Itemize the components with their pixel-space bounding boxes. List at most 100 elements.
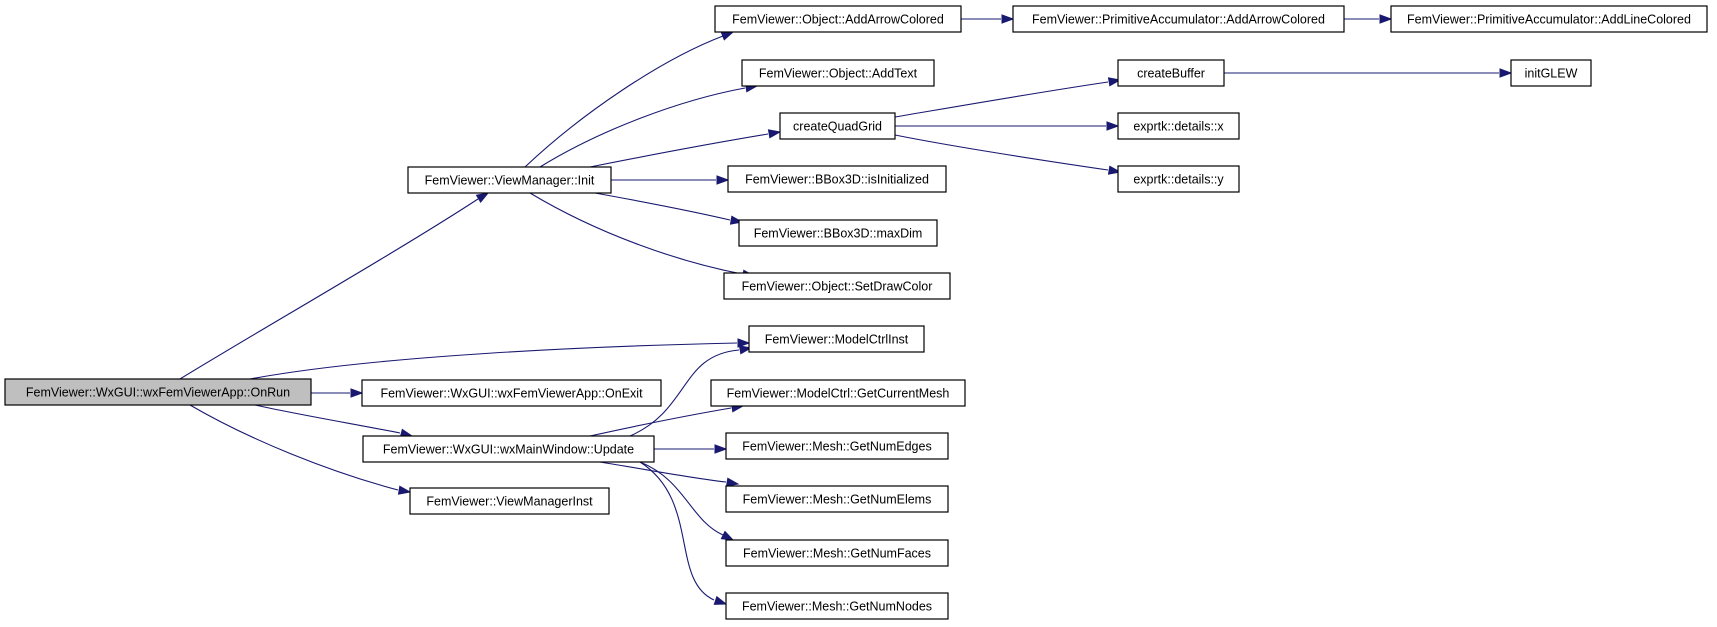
edge-line (629, 349, 740, 437)
arrowhead-icon (737, 338, 751, 348)
edge-addarrow-to-paarrow (961, 14, 1015, 24)
node-label: FemViewer::Object::AddArrowColored (732, 13, 944, 27)
node-maxdim[interactable]: FemViewer::BBox3D::maxDim (738, 219, 938, 247)
node-box[interactable] (741, 59, 935, 87)
node-box[interactable] (725, 485, 949, 513)
node-isinit[interactable]: FemViewer::BBox3D::isInitialized (727, 165, 947, 193)
node-elems[interactable]: FemViewer::Mesh::GetNumElems (725, 485, 949, 513)
node-box[interactable] (361, 379, 662, 407)
node-box[interactable] (779, 112, 896, 140)
edge-line (249, 342, 738, 380)
node-label: FemViewer::Mesh::GetNumNodes (742, 600, 932, 614)
node-nodes[interactable]: FemViewer::Mesh::GetNumNodes (725, 592, 949, 620)
arrowhead-icon (725, 477, 740, 487)
node-box[interactable] (409, 487, 610, 515)
node-box[interactable] (710, 379, 966, 407)
arrowhead-icon (1107, 77, 1122, 87)
node-label: FemViewer::Mesh::GetNumEdges (742, 440, 931, 454)
node-box[interactable] (748, 325, 925, 353)
edge-onrun-to-init (179, 192, 490, 380)
node-box[interactable] (723, 272, 951, 300)
node-box[interactable] (1012, 5, 1345, 33)
edge-update-to-nodes (639, 461, 728, 605)
node-label: exprtk::details::y (1133, 173, 1224, 187)
node-vminst[interactable]: FemViewer::ViewManagerInst (409, 487, 610, 515)
edges-layer (179, 14, 1513, 605)
node-paarrow[interactable]: FemViewer::PrimitiveAccumulator::AddArro… (1012, 5, 1345, 33)
edge-init-to-setdraw (529, 192, 756, 279)
node-quadgrid[interactable]: createQuadGrid (779, 112, 896, 140)
edge-update-to-curmesh (589, 403, 745, 437)
node-box[interactable] (725, 539, 949, 567)
edge-line (894, 134, 1109, 171)
edge-update-to-faces (639, 461, 735, 541)
node-dy[interactable]: exprtk::details::y (1117, 165, 1240, 193)
node-box[interactable] (1510, 59, 1592, 87)
node-curmesh[interactable]: FemViewer::ModelCtrl::GetCurrentMesh (710, 379, 966, 407)
edge-line (594, 192, 731, 221)
node-box[interactable] (1390, 5, 1708, 33)
edge-line (599, 461, 727, 483)
edge-update-to-modelctrl (629, 345, 753, 437)
node-box[interactable] (727, 165, 947, 193)
node-label: FemViewer::Object::SetDrawColor (742, 280, 933, 294)
arrowhead-icon (720, 530, 735, 541)
node-glew[interactable]: initGLEW (1510, 59, 1592, 87)
node-box[interactable] (4, 378, 312, 406)
node-onrun[interactable]: FemViewer::WxGUI::wxFemViewerApp::OnRun (4, 378, 312, 406)
edge-init-to-maxdim (594, 192, 744, 225)
edge-update-to-elems (599, 461, 740, 487)
node-box[interactable] (407, 166, 612, 194)
node-addarrow[interactable]: FemViewer::Object::AddArrowColored (714, 5, 962, 33)
edge-line (539, 87, 746, 168)
edge-paarrow-to-paline (1344, 14, 1393, 24)
node-box[interactable] (725, 432, 949, 460)
node-init[interactable]: FemViewer::ViewManager::Init (407, 166, 612, 194)
edge-line (894, 81, 1109, 118)
edge-line (589, 133, 769, 168)
edge-line (524, 35, 724, 168)
node-buffer[interactable]: createBuffer (1117, 59, 1225, 87)
node-setdraw[interactable]: FemViewer::Object::SetDrawColor (723, 272, 951, 300)
arrowhead-icon (720, 31, 735, 41)
node-box[interactable] (1117, 59, 1225, 87)
arrowhead-icon (1499, 68, 1513, 78)
edge-line (254, 404, 401, 434)
edge-line (589, 407, 732, 437)
node-label: FemViewer::ViewManagerInst (426, 495, 593, 509)
node-label: FemViewer::WxGUI::wxMainWindow::Update (383, 443, 634, 457)
node-box[interactable] (1117, 165, 1240, 193)
edge-quadgrid-to-buffer (894, 77, 1122, 118)
edge-onrun-to-vminst (189, 404, 412, 495)
node-label: FemViewer::ViewManager::Init (425, 174, 595, 188)
node-addtext[interactable]: FemViewer::Object::AddText (741, 59, 935, 87)
node-label: createQuadGrid (793, 120, 882, 134)
edge-line (639, 461, 715, 601)
node-label: initGLEW (1525, 67, 1578, 81)
arrowhead-icon (738, 345, 753, 355)
edge-line (189, 404, 399, 491)
node-label: FemViewer::WxGUI::wxFemViewerApp::OnRun (26, 386, 290, 400)
node-onexit[interactable]: FemViewer::WxGUI::wxFemViewerApp::OnExit (361, 379, 662, 407)
edge-line (639, 461, 724, 536)
edge-onrun-to-onexit (311, 388, 364, 398)
arrowhead-icon (475, 192, 490, 203)
node-box[interactable] (714, 5, 962, 33)
node-box[interactable] (738, 219, 938, 247)
edge-quadgrid-to-dx (895, 121, 1120, 131)
node-faces[interactable]: FemViewer::Mesh::GetNumFaces (725, 539, 949, 567)
node-label: createBuffer (1137, 67, 1205, 81)
node-update[interactable]: FemViewer::WxGUI::wxMainWindow::Update (362, 435, 655, 463)
node-box[interactable] (725, 592, 949, 620)
arrowhead-icon (350, 388, 364, 398)
node-label: FemViewer::Mesh::GetNumFaces (743, 547, 931, 561)
arrowhead-icon (716, 175, 730, 185)
node-label: FemViewer::BBox3D::isInitialized (745, 173, 929, 187)
node-box[interactable] (1117, 112, 1240, 140)
node-modelctrl[interactable]: FemViewer::ModelCtrlInst (748, 325, 925, 353)
node-edges[interactable]: FemViewer::Mesh::GetNumEdges (725, 432, 949, 460)
node-box[interactable] (362, 435, 655, 463)
node-paline[interactable]: FemViewer::PrimitiveAccumulator::AddLine… (1390, 5, 1708, 33)
node-dx[interactable]: exprtk::details::x (1117, 112, 1240, 140)
